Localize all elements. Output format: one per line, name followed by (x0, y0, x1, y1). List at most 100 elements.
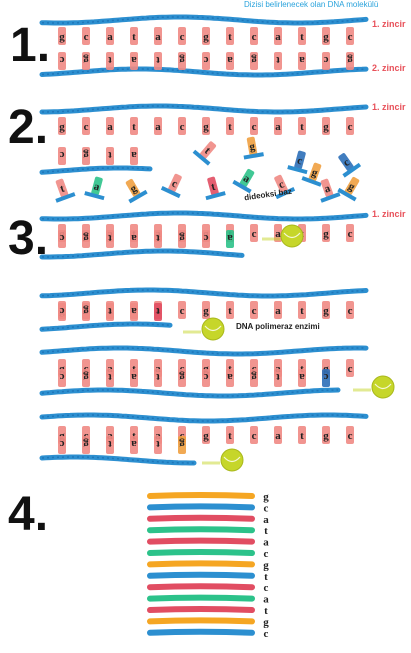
step1-template-base: c (346, 27, 354, 45)
svg-text:c: c (203, 371, 208, 383)
step-4-number: 4. (8, 491, 48, 539)
step1-template-base: g (58, 27, 66, 45)
gel-read-base: c (264, 548, 269, 560)
gel-read-base: a (263, 594, 269, 606)
step3-template-base: t (226, 301, 234, 319)
svg-text:g: g (323, 305, 329, 317)
step3-new-base: c (58, 230, 66, 248)
step3-template-base: a (274, 426, 282, 444)
step3-template-strand (42, 213, 366, 219)
step2-template-base: g (58, 117, 66, 135)
step3-template-base: c (250, 224, 258, 242)
svg-text:g: g (83, 305, 89, 317)
svg-text:t: t (156, 232, 160, 244)
step3-new-base: t (154, 369, 162, 387)
step1-complement-base: g (178, 52, 186, 70)
svg-text:c: c (348, 430, 353, 442)
svg-text:t: t (300, 121, 304, 133)
step3-new-base: g (82, 303, 90, 321)
step1-template-base: c (178, 27, 186, 45)
svg-text:g: g (83, 438, 89, 450)
svg-text:t: t (228, 305, 232, 317)
strand-1-label-step2: 1. zincir (372, 102, 406, 112)
step2-template-base: t (298, 117, 306, 135)
step-1-number: 1. (10, 22, 50, 70)
svg-text:c: c (59, 232, 64, 244)
svg-text:c: c (348, 305, 353, 317)
step1-complement-base: g (82, 52, 90, 70)
gel-read-base: t (264, 605, 268, 617)
step2-template-base: a (106, 117, 114, 135)
svg-text:a: a (131, 54, 137, 66)
step1-complement-base: t (154, 52, 162, 70)
svg-text:a: a (275, 121, 281, 133)
svg-text:g: g (203, 31, 209, 43)
step2-template-base: c (178, 117, 186, 135)
svg-text:a: a (131, 371, 137, 383)
svg-text:g: g (83, 54, 89, 66)
step3-new-base: t (274, 369, 282, 387)
svg-text:c: c (180, 121, 185, 133)
gel-band (150, 563, 252, 564)
step1-complement-base: a (130, 52, 138, 70)
gel-band (150, 632, 252, 633)
svg-text:c: c (180, 305, 185, 317)
step3-new-strand (42, 457, 194, 463)
dideoxy-terminated-base: c (322, 369, 330, 387)
svg-text:a: a (227, 54, 233, 66)
step2-template-base: c (250, 117, 258, 135)
svg-text:a: a (107, 121, 113, 133)
gel-read-base: a (263, 514, 269, 526)
step3-template-base: c (346, 224, 354, 242)
gel-read-base: t (264, 571, 268, 583)
step3-new-base: t (106, 303, 114, 321)
step3-new-base: g (82, 230, 90, 248)
svg-text:t: t (108, 232, 112, 244)
step1-complement-base: a (298, 52, 306, 70)
step3-new-base: a (130, 303, 138, 321)
svg-text:g: g (251, 371, 257, 383)
free-nucleotide: a (91, 176, 103, 195)
svg-text:t: t (300, 430, 304, 442)
svg-text:c: c (59, 54, 64, 66)
svg-text:c: c (180, 31, 185, 43)
step3-new-strand (42, 251, 242, 257)
svg-text:g: g (179, 54, 185, 66)
svg-text:g: g (179, 438, 185, 450)
gel-read-base: g (263, 616, 269, 628)
svg-text:g: g (203, 305, 209, 317)
step1-template-base: a (106, 27, 114, 45)
svg-text:g: g (203, 121, 209, 133)
step1-template-base: t (226, 27, 234, 45)
gel-band (150, 575, 252, 576)
step2-primer-base: g (82, 147, 90, 165)
step3-new-strand (42, 324, 170, 329)
strand-1-label: 1. zincir (372, 19, 406, 29)
step2-template-base: a (274, 117, 282, 135)
svg-text:t: t (132, 121, 136, 133)
gel-band (150, 598, 252, 599)
step1-template-base: g (202, 27, 210, 45)
step3-template-strand (42, 290, 366, 296)
gel-band (150, 506, 252, 507)
step1-strand-1 (42, 17, 366, 23)
svg-text:c: c (348, 228, 353, 240)
step3-new-base: t (154, 436, 162, 454)
gel-band (150, 541, 252, 542)
step2-strand-1 (42, 106, 366, 112)
step2-template-base: c (82, 117, 90, 135)
svg-text:t: t (108, 54, 112, 66)
svg-text:t: t (228, 121, 232, 133)
dna-polymerase (202, 449, 243, 471)
step2-template-base: t (226, 117, 234, 135)
step3-template-base: c (346, 301, 354, 319)
svg-text:g: g (83, 149, 89, 161)
svg-text:t: t (156, 438, 160, 450)
svg-text:g: g (59, 31, 65, 43)
svg-text:a: a (131, 438, 137, 450)
step2-primer-base: a (130, 147, 138, 165)
step3-template-base: t (298, 301, 306, 319)
step3-new-base: c (202, 230, 210, 248)
svg-text:c: c (84, 31, 89, 43)
step3-new-base: a (130, 230, 138, 248)
